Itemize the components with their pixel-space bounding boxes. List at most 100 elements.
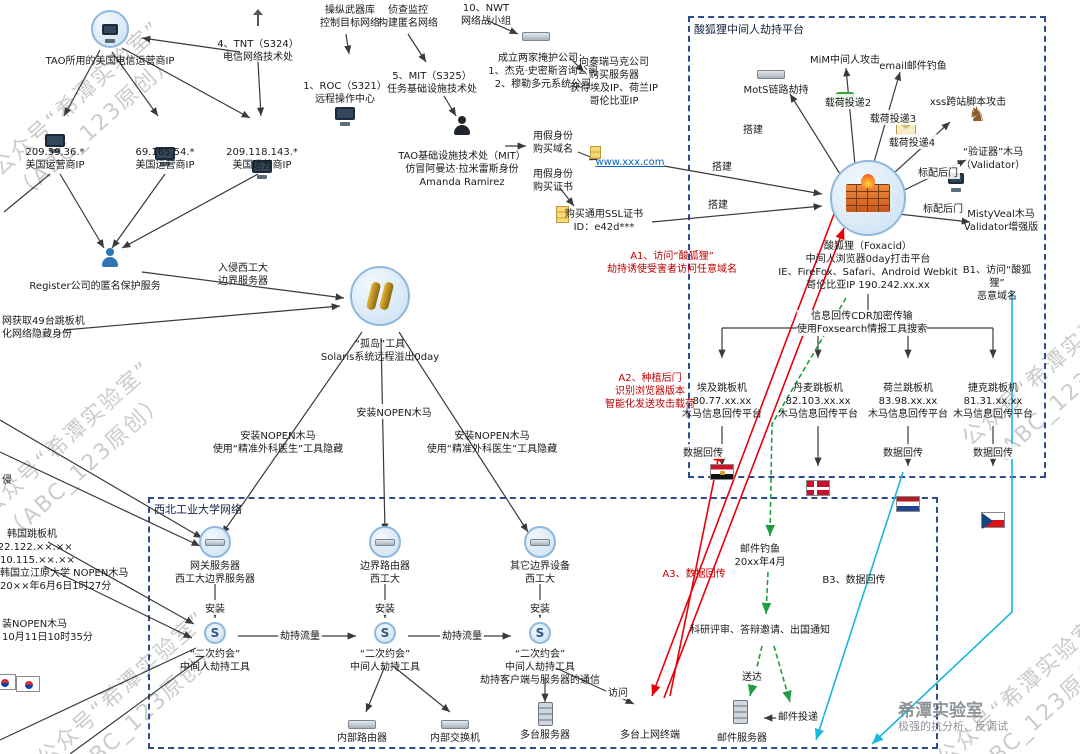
korea-flag-icon-partial bbox=[0, 674, 16, 690]
weapon-control-label: 操纵武器库 控制目标网络 bbox=[320, 5, 380, 29]
register-label: Register公司的匿名保护服务 bbox=[29, 281, 161, 292]
internal-switch-label: 内部交换机 bbox=[430, 733, 480, 744]
terremark-label: 向泰瑞马克公司 购买服务器 获得埃及IP、荷兰IP 哥伦比亚IP bbox=[570, 57, 658, 107]
clipped-text-label: 侵 bbox=[2, 475, 12, 486]
buy-cert-label: 用假身份 购买证书 bbox=[533, 169, 573, 193]
foxacid-platform-box-title: 酸狐狸中间人劫持平台 bbox=[694, 23, 804, 36]
secondate-icon: S bbox=[204, 622, 226, 644]
brand-name: 希潭实验室 bbox=[898, 701, 983, 721]
other-border-device-icon bbox=[524, 526, 556, 558]
servers-icon bbox=[538, 702, 553, 726]
internal-switch-icon bbox=[441, 720, 469, 729]
jump49-label: 网获取49台跳板机 化网络隐藏身份 bbox=[2, 316, 85, 340]
edge-label-fangwen: 访问 bbox=[606, 684, 630, 699]
internal-router-label: 内部路由器 bbox=[337, 733, 387, 744]
korea-nopen-date-label: 装NOPEN木马 10月11日10时35分 bbox=[2, 619, 93, 643]
island-exploit-icon bbox=[350, 266, 410, 326]
czech-flag-icon bbox=[981, 512, 1005, 529]
nopen-right-label: 安装NOPEN木马 使用“精准外科医生”工具隐藏 bbox=[426, 431, 558, 455]
edge-label-dajian-1: 搭建 bbox=[710, 158, 734, 173]
internal-router-icon bbox=[348, 720, 376, 729]
ssl-cert-icon bbox=[556, 206, 569, 223]
cover-companies-label: 成立两家掩护公司： 1、杰克·史密斯咨询公司 2、穆勒多元系统公司 bbox=[488, 53, 598, 90]
roc-computer-icon bbox=[335, 107, 355, 120]
other-border-label: 其它边界设备 西工大 bbox=[510, 561, 570, 585]
nwpu-network-box-title: 西北工业大学网络 bbox=[154, 503, 242, 516]
payload3-label: 载荷投递3 bbox=[867, 110, 919, 125]
edge-label-data-return-1: 数据回传 bbox=[681, 444, 725, 459]
secondate1-label: “二次约会” 中间人劫持工具 bbox=[180, 649, 250, 673]
nwpu-network-box bbox=[148, 497, 938, 749]
mit-s325-label: 5、MIT（S325） 任务基础设施技术处 bbox=[387, 71, 477, 95]
cover-company-server-icon bbox=[522, 32, 550, 41]
secondate3-label: “二次约会” 中间人劫持工具 劫持客户端与服务器的通信 bbox=[480, 649, 600, 686]
xss-label: xss跨站脚本攻击 bbox=[929, 97, 1007, 108]
foxacid-platform-box bbox=[688, 16, 1046, 478]
ssl-cert-label: 购买通用SSL证书 ID：e42d*** bbox=[564, 209, 644, 233]
servers-label: 多台服务器 bbox=[520, 730, 570, 741]
foxacid-firewall-icon bbox=[830, 160, 906, 236]
edge-label-data-return-2: 数据回传 bbox=[881, 444, 925, 459]
czech-jump-label: 捷克跳板机 81.31.xx.xx 木马信息回传平台 bbox=[953, 383, 1033, 420]
cdr-label: 信息回传CDR加密传输 使用Foxsearch情报工具搜索 bbox=[796, 310, 928, 336]
trojan-horse-icon: ♞ bbox=[968, 102, 986, 126]
edge-label-biaopei-1: 标配后门 bbox=[916, 164, 960, 179]
korea-jump-label: 韩国跳板机 222.122.××.×× bbox=[0, 529, 73, 553]
us-isp3-label: 209.118.143.* 美国运营商IP bbox=[226, 147, 298, 171]
border-router-icon bbox=[369, 526, 401, 558]
b3-label: B3、数据回传 bbox=[822, 575, 886, 586]
payload4-label: 载荷投递4 bbox=[886, 134, 938, 149]
us-isp3-computer-icon bbox=[252, 160, 272, 173]
us-isp1-computer-icon bbox=[45, 134, 65, 147]
b1-label: B1、访问“酸狐狸” 恶意域名 bbox=[962, 265, 1032, 302]
foxacid-label: 酸狐狸（Foxacid） 中间人浏览器0day打击平台 IE、FireFox、S… bbox=[778, 241, 958, 291]
edge-label-mail-delivery: 邮件投递 bbox=[776, 708, 820, 723]
mail-server-icon bbox=[733, 700, 748, 724]
us-isp2-computer-icon bbox=[155, 147, 175, 160]
amanda-label: TAO基础设施技术处（MIT） 仿冒阿曼达·拉米雷斯身份 Amanda Rami… bbox=[398, 151, 526, 188]
edge-label-anzhuang-1: 安装 bbox=[203, 600, 227, 615]
secondate-glyph: S bbox=[535, 626, 545, 640]
secondate-glyph: S bbox=[380, 626, 390, 640]
gateway-server-icon bbox=[199, 526, 231, 558]
a3-label: A3、数据回传 bbox=[662, 569, 726, 580]
a1-label: A1、访问“酸狐狸” 劫持诱使受害者访问任意域名 bbox=[607, 251, 737, 275]
mots-device-icon bbox=[757, 70, 785, 79]
us-isp2-label: 69.165.54.* 美国运营商IP bbox=[135, 147, 195, 171]
email-phishing-label: email邮件钓鱼 bbox=[879, 61, 947, 72]
mim-label: MiM中间人攻击 bbox=[809, 55, 881, 66]
edge-label-dajian-2: 搭建 bbox=[706, 196, 730, 211]
gateway-label: 网关服务器 西工大边界服务器 bbox=[175, 561, 255, 585]
secondate-glyph: S bbox=[210, 626, 220, 640]
edge-label-data-return-3: 数据回传 bbox=[971, 444, 1015, 459]
nwt-label: 10、NWT 网络战小组 bbox=[461, 3, 511, 27]
tnt-antenna-icon bbox=[253, 9, 263, 26]
mistyveal-label: MistyVeal木马 Validator增强版 bbox=[963, 209, 1039, 233]
mots-label: MotS链路劫持 bbox=[743, 85, 809, 96]
denmark-flag-icon bbox=[806, 480, 830, 496]
edge-label-anzhuang-3: 安装 bbox=[528, 600, 552, 615]
buy-domain-label: 用假身份 购买域名 bbox=[533, 131, 573, 155]
secondate-icon: S bbox=[529, 622, 551, 644]
validator-label: “验证器”木马 （Validator） bbox=[960, 147, 1026, 171]
border-router-label: 边界路由器 西工大 bbox=[360, 561, 410, 585]
nopen-mid-label: 安装NOPEN木马 bbox=[354, 404, 434, 419]
register-person-icon bbox=[101, 248, 119, 269]
roc-label: 1、ROC（S321） 远程操作中心 bbox=[303, 81, 387, 105]
egypt-flag-icon bbox=[710, 464, 734, 480]
secondate2-label: “二次约会” 中间人劫持工具 bbox=[350, 649, 420, 673]
terminals-label: 多台上网终端 bbox=[620, 730, 680, 741]
mail-server-label: 邮件服务器 bbox=[717, 733, 767, 744]
amanda-hacker-icon bbox=[453, 116, 471, 137]
tao-us-isp-label: TAO所用的美国电信运营商IP bbox=[45, 56, 175, 67]
recon-label: 侦查监控 构建匿名网络 bbox=[378, 5, 438, 29]
secondate-icon: S bbox=[374, 622, 396, 644]
edge-label-biaopei-2: 标配后门 bbox=[921, 200, 965, 215]
edge-label-dajian-3: 搭建 bbox=[741, 121, 765, 136]
korea-university-label: 10.115.××.×× 韩国立江原大学 NOPEN木马 20××年6月6日1时… bbox=[0, 555, 129, 592]
fake-site-link[interactable]: www.xxx.com bbox=[595, 157, 665, 168]
edge-label-songda: 送达 bbox=[740, 668, 764, 683]
edge-label-hijack-2: 劫持流量 bbox=[440, 627, 484, 642]
tao-computer-icon bbox=[91, 10, 129, 48]
